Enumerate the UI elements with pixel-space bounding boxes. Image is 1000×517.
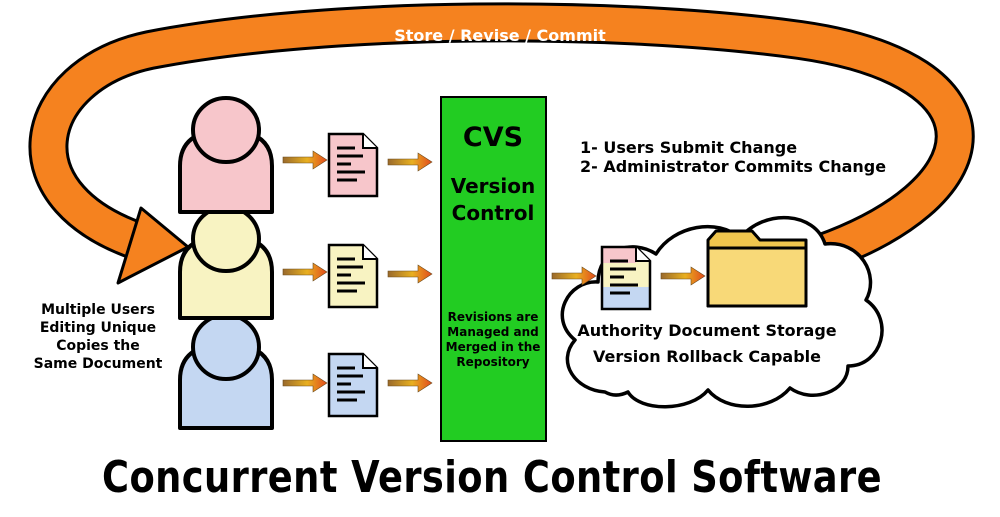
process-steps: 1- Users Submit Change 2- Administrator … — [580, 138, 886, 176]
folder-icon — [706, 229, 808, 308]
step-1: 1- Users Submit Change — [580, 138, 797, 157]
arrow-user-blue-to-doc — [282, 373, 328, 393]
users-caption-line-2: Editing Unique — [40, 320, 156, 336]
cvs-version-label: Version — [451, 174, 536, 198]
user-blue — [178, 313, 274, 430]
storage-caption-line-2: Version Rollback Capable — [593, 347, 821, 366]
document-icon-yellow — [327, 243, 379, 309]
arrow-user-yellow-to-doc — [282, 262, 328, 282]
document-icon-pink — [327, 132, 379, 198]
user-pink — [178, 96, 274, 214]
arrow-doc-yellow-to-cvs — [387, 264, 433, 284]
arrow-user-pink-to-doc — [282, 150, 328, 170]
users-caption-line-1: Multiple Users — [41, 302, 155, 318]
user-yellow — [178, 205, 274, 320]
arrow-doc-blue-to-cvs — [387, 373, 433, 393]
cvs-note-line-3: Merged in the — [446, 340, 541, 354]
cvs-note-line-1: Revisions are — [448, 310, 539, 324]
storage-caption-line-1: Authority Document Storage — [577, 321, 836, 340]
cvs-repository-box: CVS Version Control Revisions are Manage… — [440, 96, 547, 442]
cvs-heading: CVS — [463, 122, 523, 153]
cvs-note-line-2: Managed and — [447, 325, 538, 339]
diagram-title: Concurrent Version Control Software — [102, 452, 882, 503]
cvs-control-label: Control — [452, 201, 535, 225]
store-revise-commit-arrow: Store / Revise / Commit — [28, 2, 975, 285]
merged-document-icon — [600, 245, 652, 311]
users-caption: Multiple Users Editing Unique Copies the… — [34, 302, 163, 372]
users-caption-line-3: Copies the — [56, 338, 140, 354]
loop-label: Store / Revise / Commit — [394, 26, 606, 45]
document-icon-blue — [327, 352, 379, 418]
users-caption-line-4: Same Document — [34, 356, 163, 372]
step-2: 2- Administrator Commits Change — [580, 157, 886, 176]
arrow-doc-pink-to-cvs — [387, 152, 433, 172]
cvs-note-line-4: Repository — [456, 355, 529, 369]
